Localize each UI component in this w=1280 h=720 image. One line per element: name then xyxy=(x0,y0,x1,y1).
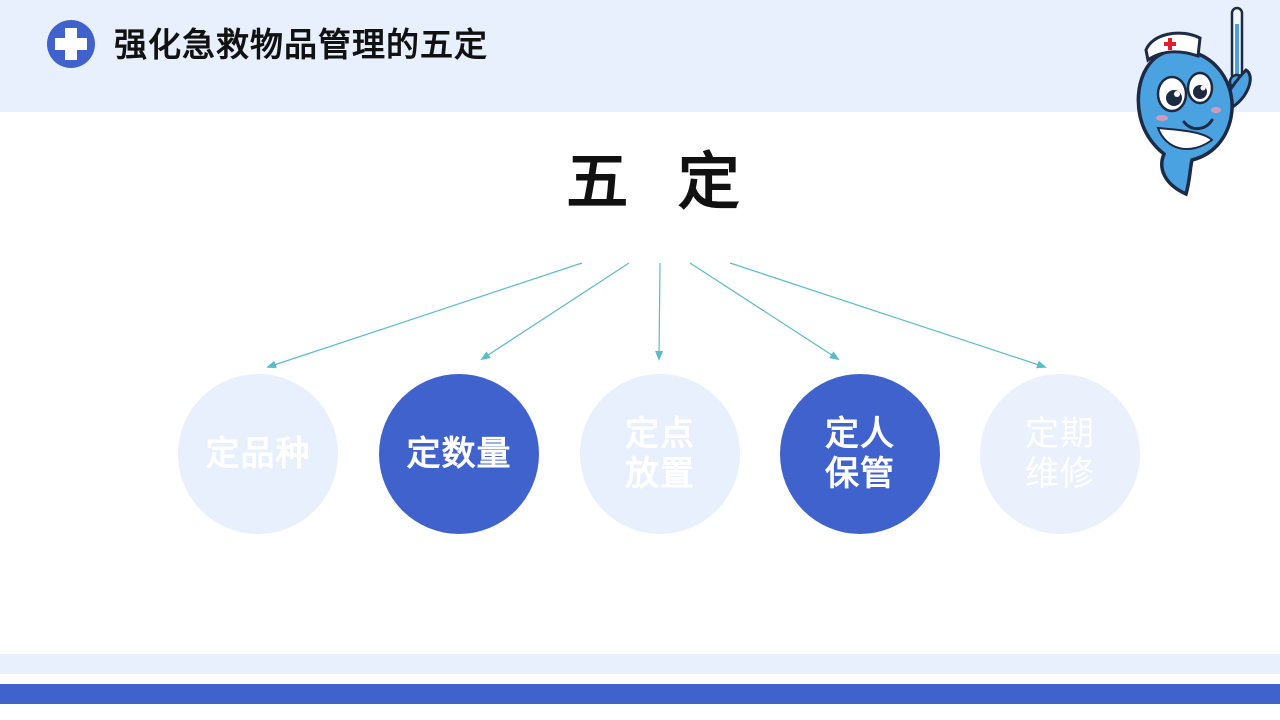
item-label-1: 定品种 xyxy=(205,434,311,474)
item-label-4: 定人 保管 xyxy=(825,414,895,494)
item-circle-1: 定品种 xyxy=(178,374,338,534)
page-title: 强化急救物品管理的五定 xyxy=(114,25,488,64)
header-band xyxy=(0,0,1280,112)
item-circle-3: 定点 放置 xyxy=(580,374,740,534)
arrow-to-item-5 xyxy=(729,262,1047,369)
item-circle-4: 定人 保管 xyxy=(780,374,940,534)
item-circle-2: 定数量 xyxy=(379,374,539,534)
footer-band-dark xyxy=(0,684,1280,704)
item-circle-5: 定期 维修 xyxy=(980,374,1140,534)
item-label-3: 定点 放置 xyxy=(625,414,695,494)
footer-band-light xyxy=(0,654,1280,674)
item-label-2: 定数量 xyxy=(406,434,512,474)
item-label-5: 定期 维修 xyxy=(1025,414,1095,494)
main-heading: 五 定 xyxy=(566,145,754,218)
mascot-image xyxy=(1136,6,1252,197)
arrow-to-item-4 xyxy=(689,262,840,361)
arrow-to-item-1 xyxy=(266,262,583,369)
arrow-to-item-3 xyxy=(655,262,664,361)
medical-cross-icon xyxy=(47,20,95,68)
arrow-to-item-2 xyxy=(480,262,630,361)
